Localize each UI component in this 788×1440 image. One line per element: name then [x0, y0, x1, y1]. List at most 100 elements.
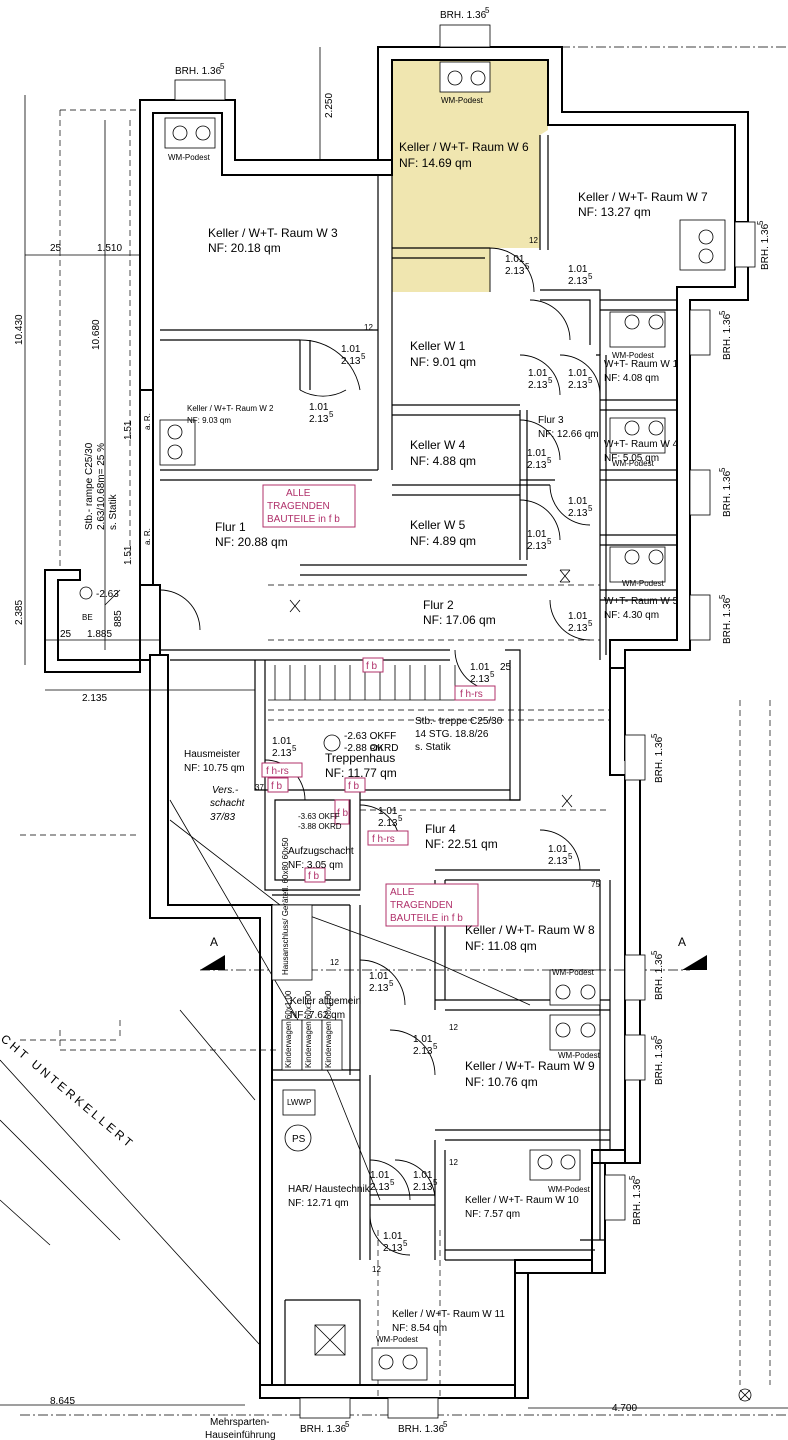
fhrs-box-2 — [261, 762, 303, 778]
fb-box-4 — [334, 799, 350, 825]
fb-label: f b — [308, 871, 320, 882]
room-name: W+T- Raum W 5 — [604, 596, 679, 607]
spot-level: -2.63 — [96, 589, 119, 600]
room-name: Treppenhaus — [325, 751, 395, 765]
svg-text:5: 5 — [390, 1178, 395, 1187]
dim-label: 10.680 — [91, 319, 102, 350]
room-area: NF: 10.75 qm — [184, 763, 245, 774]
svg-text:1.01: 1.01 — [413, 1034, 433, 1045]
svg-text:1.01: 1.01 — [527, 529, 547, 540]
room-area: NF: 12.66 qm — [538, 429, 599, 440]
svg-text:2.13: 2.13 — [528, 380, 548, 391]
svg-text:2.13: 2.13 — [369, 983, 389, 994]
misc-fixtures — [79, 569, 752, 1402]
windows — [174, 24, 756, 1419]
rm-label: RM — [370, 744, 383, 753]
svg-text:5: 5 — [329, 410, 334, 419]
svg-text:1.01: 1.01 — [341, 344, 361, 355]
ps-label: PS — [292, 1134, 306, 1145]
wm-podest-label: WM-Podest — [552, 968, 595, 977]
stair-note: 14 STG. 18.8/26 — [415, 729, 489, 740]
svg-text:2.13: 2.13 — [341, 356, 361, 367]
brh-label: BRH. 1.36 — [440, 10, 487, 21]
room-name: Keller / W+T- Raum W 7 — [578, 190, 708, 204]
kinderwagen-label: Kinderwagen 60x1.00 — [324, 990, 333, 1068]
svg-text:5: 5 — [568, 852, 573, 861]
svg-text:2.13: 2.13 — [568, 276, 588, 287]
tragend-line: TRAGENDEN — [267, 501, 330, 512]
brh-label: BRH. 1.36 — [722, 470, 733, 517]
ramp-note: s. Statik — [108, 493, 119, 530]
lift-okff: -3.63 OKFF — [298, 812, 340, 821]
svg-text:5: 5 — [588, 376, 593, 385]
brh-label: BRH. 1.36 — [398, 1424, 445, 1435]
kinderwagen-label: Kinderwagen 60x1.00 — [284, 990, 293, 1068]
svg-text:5: 5 — [756, 220, 765, 225]
svg-text:5: 5 — [718, 310, 727, 315]
wm-podest-label: WM-Podest — [612, 351, 655, 360]
kinderwagen-label: Kinderwagen 60x1.00 — [304, 990, 313, 1068]
room-name: Keller allgemein — [290, 996, 361, 1007]
room-name: W+T- Raum W 4 — [604, 439, 679, 450]
be-label: BE — [82, 613, 93, 622]
svg-text:1.01: 1.01 — [470, 662, 490, 673]
room-area: NF: 10.76 qm — [465, 1075, 538, 1089]
dim-label: 12 — [372, 1265, 381, 1274]
tragend-line: BAUTEILE in f b — [267, 514, 340, 525]
highlight-room-w6 — [392, 60, 548, 292]
brh-label: BRH. 1.36 — [300, 1424, 347, 1435]
svg-text:2.13: 2.13 — [568, 380, 588, 391]
svg-text:2.13: 2.13 — [505, 266, 525, 277]
svg-text:1.01: 1.01 — [378, 806, 398, 817]
svg-text:1.01: 1.01 — [369, 971, 389, 982]
vers-note: 37/83 — [210, 812, 235, 823]
fhrs-label: f h-rs — [372, 834, 395, 845]
room-area: NF: 4.08 qm — [604, 373, 659, 384]
svg-text:2.13: 2.13 — [470, 674, 490, 685]
svg-text:1.01: 1.01 — [505, 254, 525, 265]
wm-podest-label: WM-Podest — [548, 1185, 591, 1194]
interior-walls — [152, 135, 677, 1385]
svg-text:1.01: 1.01 — [568, 264, 588, 275]
svg-text:5: 5 — [628, 1175, 637, 1180]
brh-label: BRH. 1.36 — [632, 1178, 643, 1225]
svg-text:5: 5 — [650, 950, 659, 955]
svg-text:5: 5 — [718, 467, 727, 472]
brh-label: BRH. 1.36 — [760, 223, 771, 270]
room-area: NF: 4.88 qm — [410, 454, 476, 468]
room-name: Keller W 5 — [410, 518, 466, 532]
door-swings — [159, 247, 601, 1256]
wm-podest-label: WM-Podest — [441, 96, 484, 105]
tragend-line: ALLE — [390, 887, 415, 898]
svg-text:5: 5 — [718, 594, 727, 599]
room-area: NF: 22.51 qm — [425, 837, 498, 851]
room-name: Flur 3 — [538, 415, 564, 426]
svg-text:5: 5 — [588, 504, 593, 513]
svg-text:5: 5 — [525, 262, 530, 271]
svg-text:1.01: 1.01 — [528, 368, 548, 379]
room-name: Keller / W+T- Raum W 6 — [399, 140, 529, 154]
dimensions: 2.250 10.430 10.680 1.510 25 25 25 2.385… — [0, 47, 788, 1414]
room-area: NF: 7.62 qm — [290, 1010, 345, 1021]
room-name: Flur 1 — [215, 520, 246, 534]
dim-label: 75 — [591, 880, 600, 889]
svg-text:2.13: 2.13 — [383, 1243, 403, 1254]
brh-label: BRH. 1.36 — [654, 736, 665, 783]
svg-text:5: 5 — [490, 670, 495, 679]
room-name: W+T- Raum W 1 — [604, 359, 679, 370]
fb-label: f b — [271, 781, 283, 792]
wm-podest-fixtures — [159, 61, 726, 1381]
dim-label: 885 — [113, 610, 124, 627]
svg-text:1.01: 1.01 — [370, 1170, 390, 1181]
room-name: HAR/ Haustechnik — [288, 1184, 371, 1195]
svg-text:2.13: 2.13 — [568, 508, 588, 519]
room-area: NF: 20.88 qm — [215, 535, 288, 549]
